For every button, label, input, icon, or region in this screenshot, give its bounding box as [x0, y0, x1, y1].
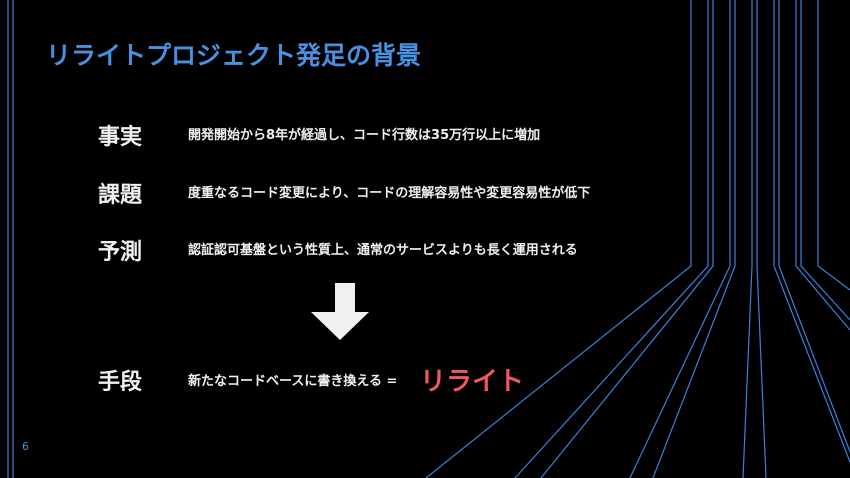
slide-title: リライトプロジェクト発足の背景 — [46, 41, 422, 70]
row-text-forecast: 認証認可基盤という性質上、通常のサービスよりも長く運用される — [188, 243, 578, 258]
down-arrow-icon — [311, 283, 369, 340]
row-label-fact: 事実 — [98, 125, 143, 150]
row-text-means: 新たなコードベースに書き換える = — [188, 374, 398, 389]
row-label-means: 手段 — [98, 370, 143, 395]
page-number: 6 — [22, 440, 29, 453]
row-text-fact: 開発開始から8年が経過し、コード行数は35万行以上に増加 — [188, 128, 541, 143]
row-text-issue: 度重なるコード変更により、コードの理解容易性や変更容易性が低下 — [188, 186, 591, 201]
row-label-forecast: 予測 — [98, 240, 143, 265]
rewrite-highlight: リライト — [420, 367, 525, 397]
row-label-issue: 課題 — [98, 183, 143, 208]
